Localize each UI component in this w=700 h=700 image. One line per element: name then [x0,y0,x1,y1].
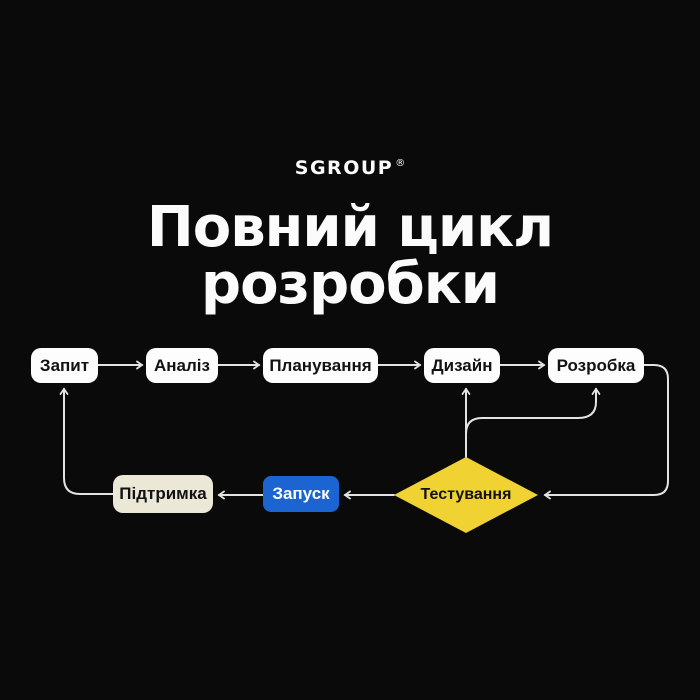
page-title-line1: Повний цикл [146,195,554,260]
node-design: Дизайн [424,348,500,383]
node-development: Розробка [548,348,644,383]
logo: SGROUP® [0,157,700,179]
page-title-line2: розробки [200,252,500,317]
node-launch: Запуск [263,476,339,512]
arrow-testing-development [465,387,601,435]
node-analysis: Аналіз [146,348,218,383]
arrow-support-request [59,387,114,495]
page-title: Повний цикл розробки [0,199,700,313]
logo-text: SGROUP [294,157,394,179]
node-testing-label: Тестування [420,486,512,503]
node-planning: Планування [263,348,378,383]
registered-trademark-icon: ® [395,158,406,169]
arrow-development-testing [543,364,669,500]
node-testing: Тестування [394,457,538,533]
node-support: Підтримка [113,475,213,513]
node-request: Запит [31,348,98,383]
